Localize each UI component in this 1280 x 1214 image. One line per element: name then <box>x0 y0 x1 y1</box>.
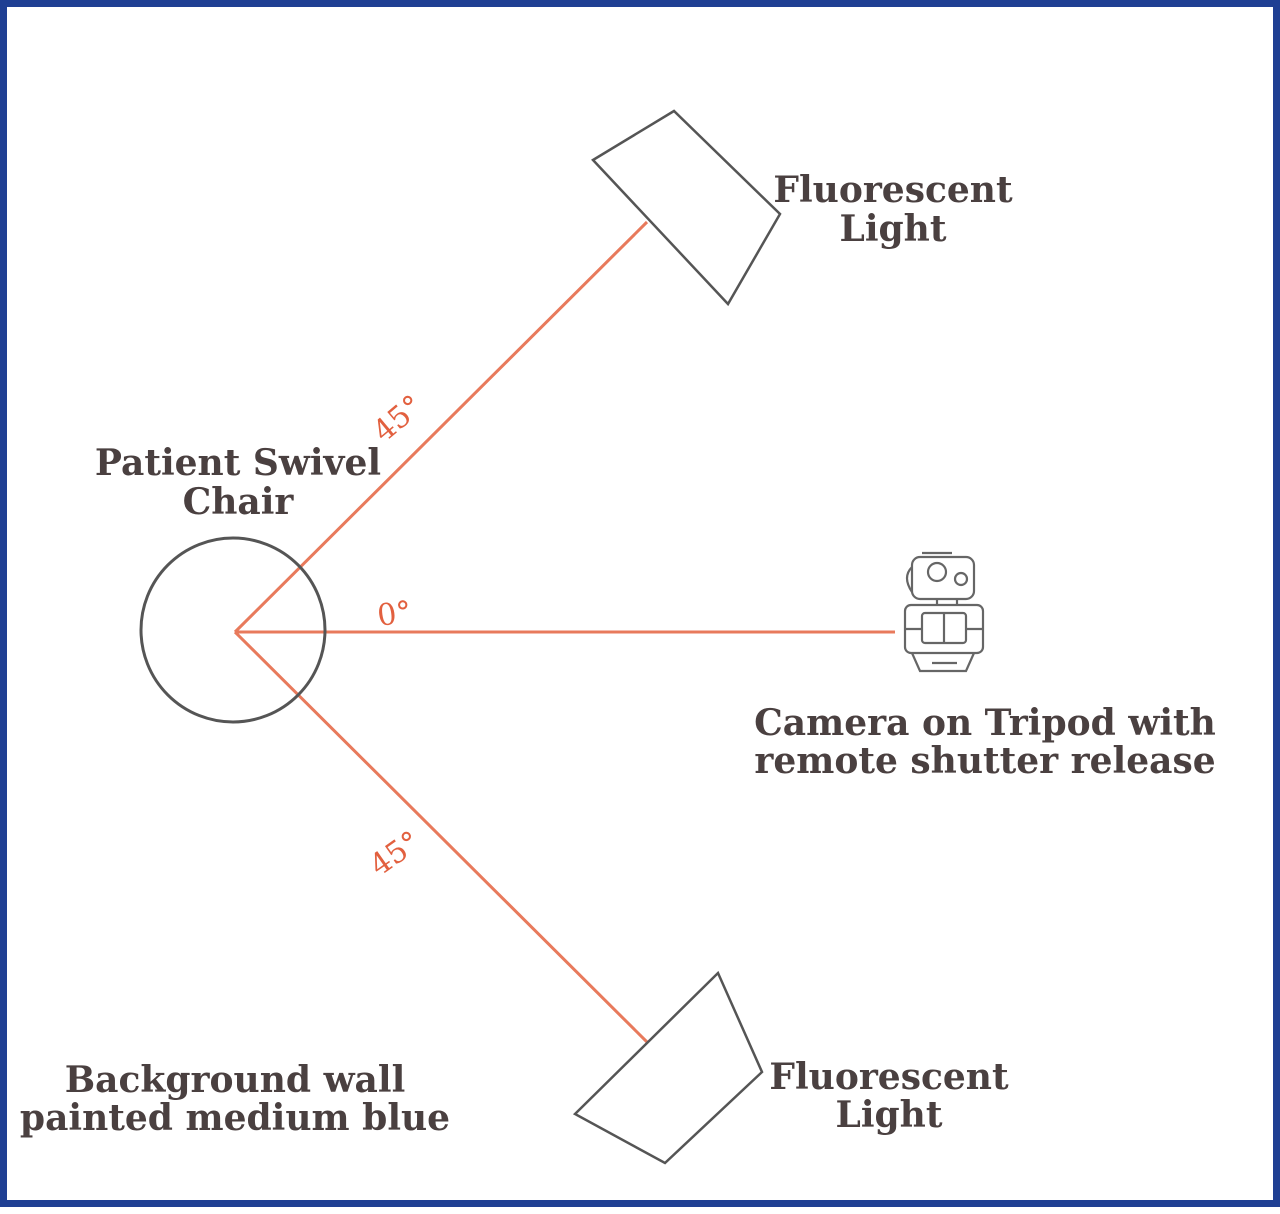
label-fluorescent-light-bottom-line-1: Fluorescent <box>769 1056 1009 1098</box>
label-camera-line-1: Camera on Tripod with <box>754 702 1216 744</box>
label-patient-chair-line-2: Chair <box>183 481 295 523</box>
label-fluorescent-light-top-line-2: Light <box>840 208 947 250</box>
label-background-wall-line-1: Background wall <box>65 1059 406 1101</box>
label-camera: Camera on Tripod with remote shutter rel… <box>754 702 1216 782</box>
fluorescent-light-top-shape <box>591 109 782 307</box>
label-fluorescent-light-bottom: Fluorescent Light <box>769 1056 1009 1136</box>
label-patient-chair-line-1: Patient Swivel <box>95 442 381 484</box>
ray-top-light <box>233 220 649 634</box>
label-background-wall-line-2: painted medium blue <box>20 1097 450 1139</box>
fluorescent-light-bottom-shape <box>572 970 764 1165</box>
label-patient-chair: Patient Swivel Chair <box>95 442 381 523</box>
label-background-wall: Background wall painted medium blue <box>20 1059 450 1139</box>
camera-icon <box>903 551 985 673</box>
diagram-canvas: 45° 0° 45° Patient Swivel Chair Fluoresc… <box>20 109 1216 1165</box>
label-camera-line-2: remote shutter release <box>754 740 1215 782</box>
angle-label-middle: 0° <box>375 594 414 633</box>
patient-chair-circle <box>139 536 327 724</box>
angle-label-top: 45° <box>367 388 430 449</box>
ray-bottom-light <box>233 630 649 1044</box>
label-fluorescent-light-top-line-1: Fluorescent <box>773 169 1013 211</box>
label-fluorescent-light-bottom-line-2: Light <box>836 1094 943 1136</box>
angle-label-bottom: 45° <box>363 824 427 883</box>
label-fluorescent-light-top: Fluorescent Light <box>773 169 1013 250</box>
